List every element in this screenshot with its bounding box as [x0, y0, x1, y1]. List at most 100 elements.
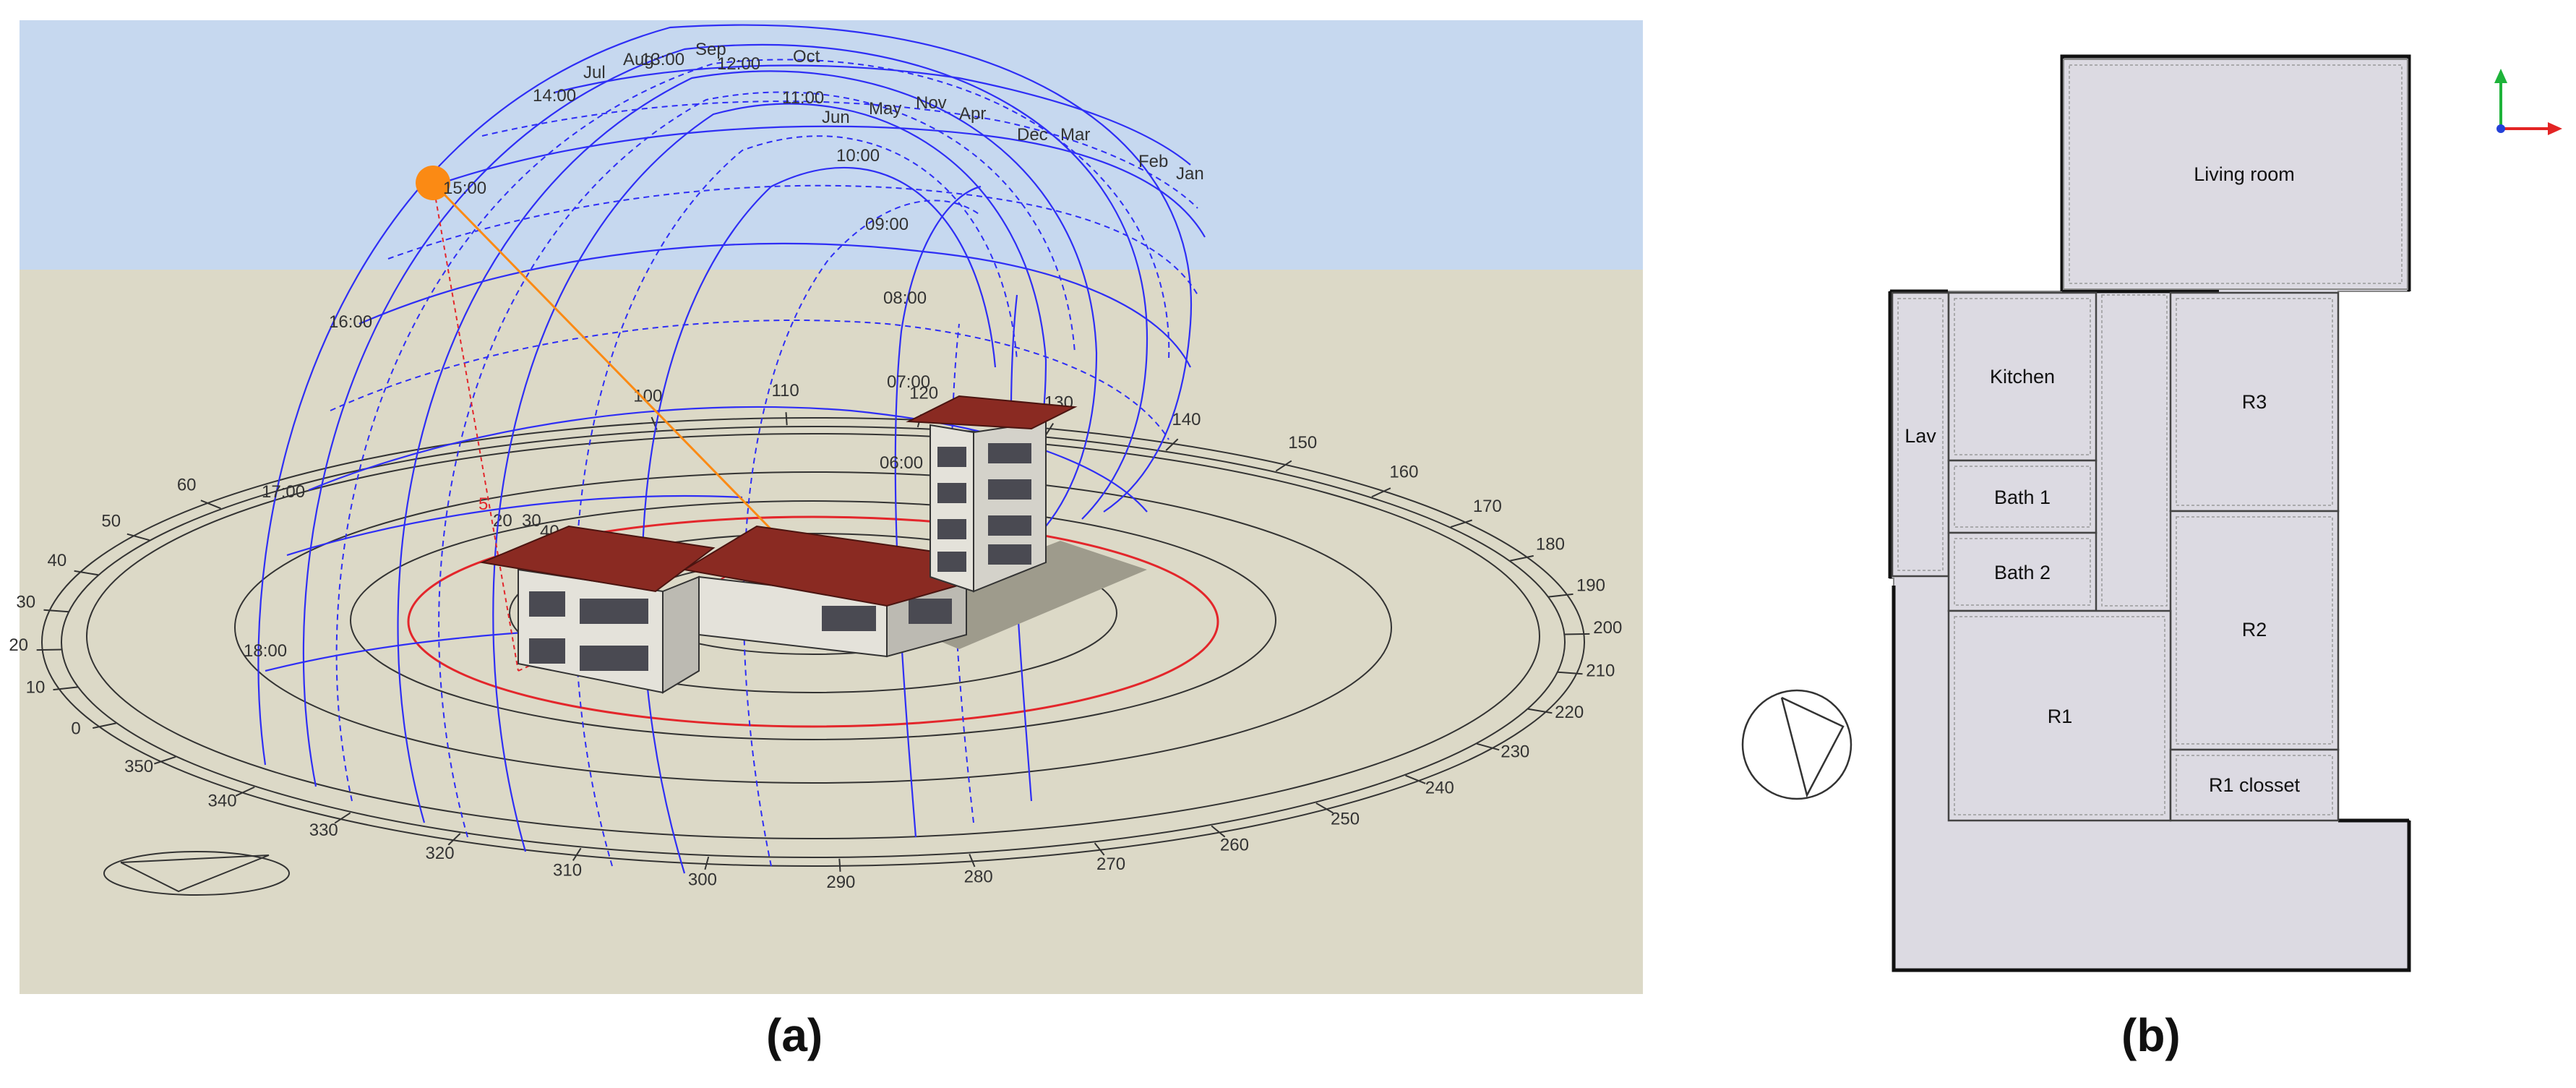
room-r3	[2169, 291, 2340, 513]
room-label: Lav	[1905, 425, 1936, 447]
room-bath-2	[1947, 531, 2098, 612]
azimuth-tick	[1450, 519, 1472, 528]
hour-label: 08:00	[883, 288, 927, 308]
azimuth-tick	[53, 686, 78, 691]
hour-label: 18:00	[244, 641, 287, 661]
room-bath-1	[1947, 459, 2098, 534]
azimuth-tick	[704, 856, 710, 870]
azimuth-label: 170	[1473, 497, 1502, 516]
month-label: Apr	[959, 104, 986, 124]
room-label: Bath 1	[1994, 487, 2051, 508]
azimuth-label: 320	[426, 844, 455, 863]
sky-background	[20, 20, 1643, 270]
month-label: Nov	[916, 93, 947, 113]
hour-label: 12:00	[717, 54, 760, 74]
azimuth-label: 110	[771, 381, 799, 400]
azimuth-tick	[200, 500, 221, 510]
azimuth-label: 200	[1593, 618, 1622, 638]
azimuth-label: 20	[9, 635, 28, 655]
altitude-label: 20	[493, 511, 512, 531]
month-labels: Aug Sep Oct Jul Jun May Nov Apr Dec Mar …	[583, 40, 1204, 184]
room-label: R2	[2242, 619, 2267, 641]
room-bath-2-inner	[1954, 538, 2091, 606]
hour-label: 09:00	[865, 215, 909, 234]
floorplan-diagram: Living room Lav Kitchen Bath 1 Bath 2 R3…	[1741, 54, 2562, 972]
azimuth-label: 220	[1555, 703, 1584, 722]
building-window	[988, 544, 1031, 565]
month-label: Aug	[623, 50, 654, 69]
building-window	[909, 599, 952, 624]
azimuth-tick	[1275, 460, 1292, 472]
azimuth-tick	[1510, 554, 1534, 562]
azimuth-tick	[126, 533, 150, 541]
building-window	[529, 638, 565, 664]
room-kitchen	[1947, 291, 2098, 462]
room-living-room-inner	[2069, 64, 2403, 284]
room-living-room	[2063, 59, 2408, 290]
sun-label: 15:00	[443, 179, 486, 198]
sun-ray	[432, 181, 791, 549]
month-label: Oct	[793, 47, 820, 67]
azimuth-tick	[36, 648, 62, 651]
building-model	[479, 395, 1147, 694]
month-label: Jan	[1176, 164, 1204, 184]
azimuth-tick	[1094, 842, 1105, 856]
azimuth-tick	[1527, 708, 1553, 714]
azimuth-label: 120	[909, 383, 938, 403]
hour-label: 17:00	[262, 482, 305, 502]
azimuth-tick	[1564, 633, 1590, 635]
building-window	[988, 515, 1031, 536]
room-label: Kitchen	[1990, 366, 2055, 387]
azimuth-label: 150	[1288, 433, 1317, 453]
azimuth-tick	[1477, 742, 1500, 751]
building-window	[580, 646, 648, 671]
room-label: R1 closset	[2209, 774, 2301, 796]
month-label: Feb	[1138, 152, 1168, 171]
month-label: Mar	[1060, 125, 1090, 145]
azimuth-label: 270	[1096, 854, 1125, 874]
azimuth-tick	[1548, 593, 1573, 598]
building-window	[529, 591, 565, 617]
room-lav-inner	[1897, 298, 1944, 571]
azimuth-label: 30	[16, 593, 35, 612]
month-label: May	[869, 99, 901, 119]
azimuth-label: 140	[1172, 410, 1201, 429]
horizon-ring-red	[407, 515, 1219, 728]
azimuth-label: 190	[1576, 575, 1605, 595]
room-label: Living room	[2194, 163, 2295, 185]
azimuth-label: 290	[826, 873, 855, 892]
room-r3-inner	[2176, 298, 2333, 506]
panel-b-caption: (b)	[2121, 1009, 2181, 1061]
azimuth-tick	[1371, 487, 1391, 498]
month-label: Jul	[583, 63, 606, 82]
hour-label: 06:00	[880, 453, 923, 473]
azimuth-tick	[74, 570, 99, 576]
azimuth-label: 60	[177, 476, 197, 495]
floorplan-panel: Living room Lav Kitchen Bath 1 Bath 2 R3…	[1720, 0, 2576, 1012]
axis-gizmo-icon	[2494, 69, 2562, 135]
azimuth-label: 280	[964, 868, 993, 887]
building-roof	[479, 525, 716, 593]
room-r1-closet	[2169, 748, 2340, 822]
azimuth-tick	[447, 833, 461, 846]
corridor-inner	[2101, 294, 2168, 607]
room-r1	[1947, 609, 2172, 822]
room-label: R3	[2242, 391, 2267, 413]
room-label: R1	[2048, 706, 2073, 727]
building-window	[580, 599, 648, 624]
azimuth-label: 340	[208, 792, 237, 811]
hour-label: 10:00	[836, 146, 880, 166]
azimuth-tick	[838, 858, 841, 872]
building-window	[822, 606, 876, 631]
azimuth-tick	[235, 786, 255, 797]
azimuth-tick	[1315, 802, 1334, 814]
hour-label: 13:00	[641, 50, 684, 69]
azimuth-tick	[1044, 423, 1055, 437]
hour-label: 11:00	[782, 88, 824, 108]
hour-label: 16:00	[329, 312, 372, 332]
azimuth-tick	[1405, 774, 1426, 784]
azimuth-label: 180	[1536, 535, 1565, 554]
building-window	[937, 519, 966, 539]
azimuth-tick	[334, 812, 351, 824]
